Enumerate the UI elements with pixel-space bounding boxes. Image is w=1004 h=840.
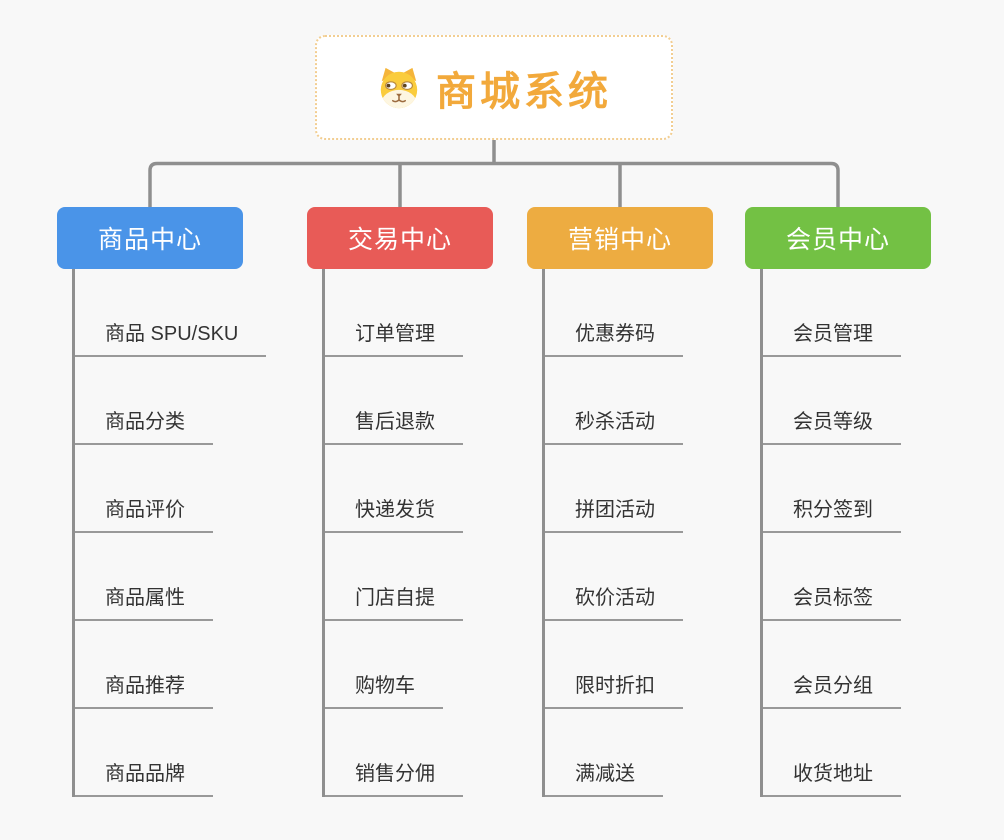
branch-marketing-center: 营销中心 优惠券码 秒杀活动 拼团活动 砍价活动 限时折扣 满减送 bbox=[527, 207, 777, 797]
subtopic[interactable]: 会员标签 bbox=[763, 581, 901, 621]
subtopic[interactable]: 优惠券码 bbox=[545, 317, 683, 357]
subtopic[interactable]: 会员等级 bbox=[763, 405, 901, 445]
root-topic[interactable]: 商城系统 bbox=[315, 35, 673, 140]
dog-face-icon bbox=[376, 65, 422, 111]
subtopic[interactable]: 门店自提 bbox=[325, 581, 463, 621]
subtopic[interactable]: 砍价活动 bbox=[545, 581, 683, 621]
subtopic[interactable]: 订单管理 bbox=[325, 317, 463, 357]
branch-topic-label: 会员中心 bbox=[785, 226, 890, 254]
subtopic[interactable]: 商品品牌 bbox=[75, 757, 213, 797]
root-topic-label: 商城系统 bbox=[436, 69, 612, 114]
subtopic[interactable]: 会员管理 bbox=[763, 317, 901, 357]
subtopic[interactable]: 积分签到 bbox=[763, 493, 901, 533]
subtopic[interactable]: 商品分类 bbox=[75, 405, 213, 445]
subtopic[interactable]: 商品推荐 bbox=[75, 669, 213, 709]
branch-topic[interactable]: 营销中心 bbox=[527, 207, 713, 269]
branch-children: 订单管理 售后退款 快递发货 门店自提 购物车 销售分佣 bbox=[322, 269, 557, 797]
branch-children: 优惠券码 秒杀活动 拼团活动 砍价活动 限时折扣 满减送 bbox=[542, 269, 777, 797]
branch-topic-label: 商品中心 bbox=[97, 226, 202, 254]
branch-children: 商品 SPU/SKU 商品分类 商品评价 商品属性 商品推荐 商品品牌 bbox=[72, 269, 307, 797]
subtopic[interactable]: 售后退款 bbox=[325, 405, 463, 445]
subtopic[interactable]: 商品评价 bbox=[75, 493, 213, 533]
subtopic[interactable]: 限时折扣 bbox=[545, 669, 683, 709]
subtopic[interactable]: 会员分组 bbox=[763, 669, 901, 709]
subtopic[interactable]: 满减送 bbox=[545, 757, 663, 797]
branch-product-center: 商品中心 商品 SPU/SKU 商品分类 商品评价 商品属性 商品推荐 商品品牌 bbox=[57, 207, 307, 797]
branch-children: 会员管理 会员等级 积分签到 会员标签 会员分组 收货地址 bbox=[760, 269, 995, 797]
branch-topic[interactable]: 会员中心 bbox=[745, 207, 931, 269]
branch-topic-label: 交易中心 bbox=[347, 226, 452, 254]
branch-member-center: 会员中心 会员管理 会员等级 积分签到 会员标签 会员分组 收货地址 bbox=[745, 207, 995, 797]
branch-topic-label: 营销中心 bbox=[567, 226, 672, 254]
subtopic[interactable]: 商品属性 bbox=[75, 581, 213, 621]
subtopic[interactable]: 快递发货 bbox=[325, 493, 463, 533]
subtopic[interactable]: 秒杀活动 bbox=[545, 405, 683, 445]
subtopic[interactable]: 购物车 bbox=[325, 669, 443, 709]
subtopic[interactable]: 收货地址 bbox=[763, 757, 901, 797]
branch-trade-center: 交易中心 订单管理 售后退款 快递发货 门店自提 购物车 销售分佣 bbox=[307, 207, 557, 797]
branch-topic[interactable]: 交易中心 bbox=[307, 207, 493, 269]
subtopic[interactable]: 拼团活动 bbox=[545, 493, 683, 533]
subtopic[interactable]: 销售分佣 bbox=[325, 757, 463, 797]
branch-topic[interactable]: 商品中心 bbox=[57, 207, 243, 269]
subtopic[interactable]: 商品 SPU/SKU bbox=[75, 317, 267, 357]
